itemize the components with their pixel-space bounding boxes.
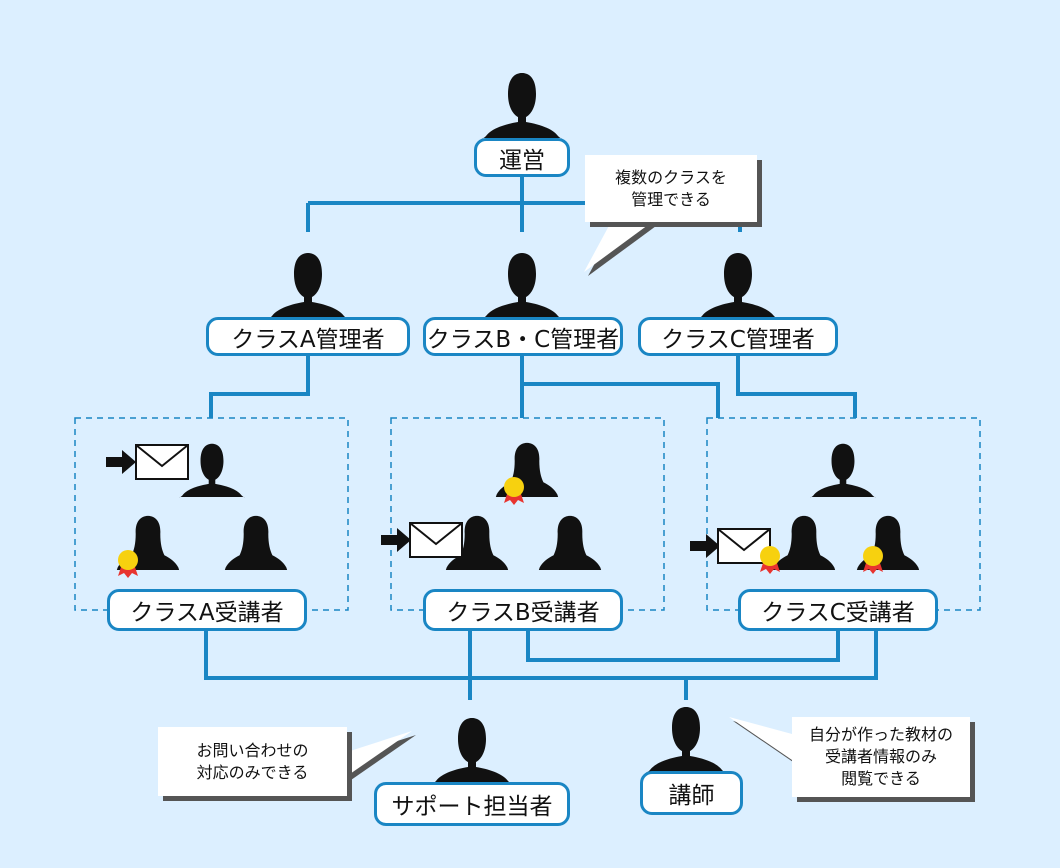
- medal-badge-icon: [118, 550, 138, 578]
- class-a-student-person-icon: [224, 515, 288, 570]
- class-b-student-person-icon: [538, 515, 602, 570]
- callout-teacher-line: 受講者情報のみ: [824, 747, 937, 766]
- node-admin-a: クラスA管理者: [206, 317, 410, 356]
- node-support: サポート担当者: [374, 782, 570, 826]
- callout-support-line: お問い合わせの: [196, 740, 309, 760]
- medal-badge-icon: [504, 477, 524, 505]
- medal-badge-icon: [760, 546, 780, 574]
- node-unei: 運営: [474, 138, 570, 177]
- class-c-student-person-icon: [772, 515, 836, 570]
- class-b-group-box: [390, 417, 665, 611]
- class-c-student-person-icon: [810, 443, 876, 498]
- support-person-icon: [432, 718, 512, 784]
- teacher-person-icon: [646, 707, 726, 773]
- admin-bc-person-icon: [482, 253, 562, 319]
- connector-lines: [204, 175, 878, 700]
- callout-support: お問い合わせの 対応のみできる: [158, 727, 347, 796]
- callout-teacher-line: 自分が作った教材の: [808, 725, 953, 744]
- callout-teacher-line: 閲覧できる: [841, 769, 921, 788]
- callout-support-line: 対応のみできる: [196, 762, 309, 782]
- class-c-group-box: [706, 417, 981, 611]
- admin-c-person-icon: [698, 253, 778, 319]
- class-group-boxes: [74, 417, 981, 611]
- node-students-a: クラスA受講者: [107, 589, 307, 631]
- admin-a-person-icon: [268, 253, 348, 319]
- callout-teacher: 自分が作った教材の 受講者情報のみ 閲覧できる: [792, 717, 970, 797]
- arrow-right-icon: [690, 534, 720, 558]
- node-students-b: クラスB受講者: [423, 589, 623, 631]
- unei-person-icon: [482, 73, 562, 139]
- class-a-group-box: [74, 417, 349, 611]
- envelope-icon: [135, 444, 189, 480]
- medal-badge-icon: [863, 546, 883, 574]
- callout-unei-line: 管理できる: [631, 189, 711, 209]
- class-a-student-person-icon: [179, 443, 245, 498]
- arrow-right-icon: [381, 528, 411, 552]
- callout-unei: 複数のクラスを 管理できる: [585, 155, 757, 222]
- callout-unei-line: 複数のクラスを: [615, 167, 727, 187]
- node-teacher: 講師: [640, 771, 743, 815]
- node-admin-bc: クラスB・C管理者: [423, 317, 623, 356]
- arrow-right-icon: [106, 450, 136, 474]
- envelope-icon: [409, 522, 463, 558]
- callout-tails: [347, 222, 796, 780]
- node-admin-c: クラスC管理者: [638, 317, 838, 356]
- node-students-c: クラスC受講者: [738, 589, 938, 631]
